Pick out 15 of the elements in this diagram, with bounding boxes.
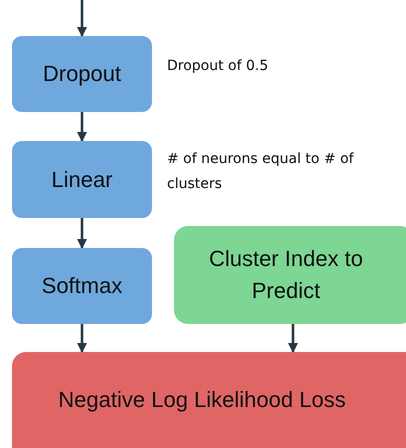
arrow: [288, 324, 298, 353]
node-label: Dropout: [42, 60, 122, 88]
node-label: Linear: [51, 166, 113, 194]
loss-box: [12, 352, 406, 448]
arrow: [77, 112, 87, 142]
process-box: [12, 248, 152, 324]
arrow: [77, 0, 87, 37]
arrow: [77, 218, 87, 249]
node-label: Cluster Index to Predict: [208, 245, 364, 305]
arrow: [77, 324, 87, 353]
input-box: [174, 226, 406, 324]
node-label: Softmax: [42, 272, 122, 300]
annotation-text: Dropout of 0.5: [167, 57, 270, 76]
annotation-text: # of neurons equal to # of clusters: [167, 150, 355, 194]
node-label: Negative Log Likelihood Loss: [58, 386, 346, 414]
